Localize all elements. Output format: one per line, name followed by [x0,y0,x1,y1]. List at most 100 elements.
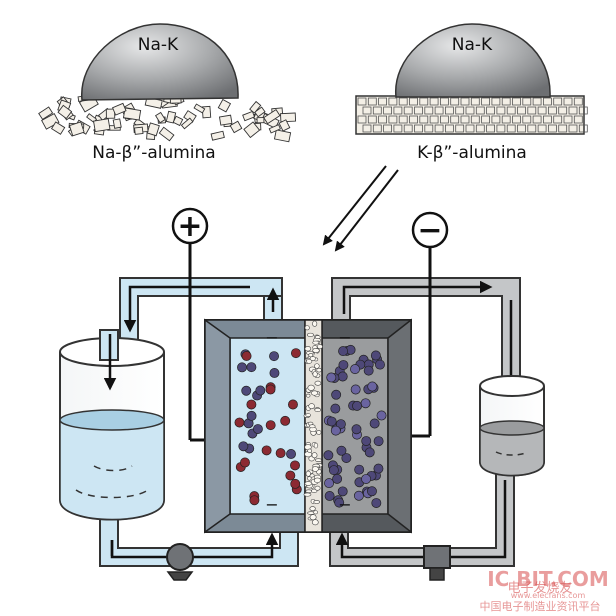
right-pump [423,545,451,581]
left-membrane-illustration: Na-K Na-β”-alumina [38,23,297,163]
alumina-grain [146,122,160,137]
slab-grain [378,97,388,106]
separator-grain [311,519,319,526]
slab-grain [496,106,506,115]
alumina-grain [158,126,175,142]
alumina-grain [41,112,60,130]
separator-grain [304,481,313,486]
left-ion [290,348,301,359]
right-ion [350,364,360,375]
alumina-grain [134,126,144,135]
right-ion [341,453,352,463]
left-ion [240,457,250,468]
alumina-grain [268,124,281,134]
left-nak-droplet [81,23,239,101]
slab-grain [475,124,485,133]
slab-grain [506,106,516,115]
slab-grain [491,115,501,124]
separator-grain [304,346,312,352]
slab-grain [409,97,418,106]
slab-grain [470,115,480,124]
left-ion [269,351,279,362]
right-ion [360,398,371,409]
slab-grain [414,124,423,133]
slab-grain [548,106,557,115]
slab-grain [543,115,552,124]
separator-grain [305,489,313,493]
right-nak-droplet [395,23,551,98]
slab-grain [486,124,496,133]
left-ion [285,470,296,481]
slab-grain [568,124,578,133]
slab-grain [367,97,377,106]
separator-grain [309,514,317,521]
slab-grain [434,124,444,133]
alumina-grain [273,129,292,143]
slab-grain [573,97,583,106]
right-ion [324,478,335,489]
alumina-grain [256,117,265,124]
pointer-arrow-1 [334,169,399,252]
left-droplet-label: Na-K [138,35,179,55]
slab-grain [362,124,372,133]
separator-grain [313,510,318,515]
alumina-grain [210,130,225,141]
slab-grain [532,115,542,124]
left-ion [265,420,276,431]
separator-grain [304,325,310,331]
right-droplet-label: Na-K [452,35,493,55]
slab-grain [506,124,516,133]
left-minus-top: − [265,328,278,347]
positive-terminal: + [171,207,210,442]
slab-grain [388,115,398,124]
left-ion [261,445,272,456]
separator-grain [307,476,312,481]
slab-grain [460,115,470,124]
slab-grain [527,106,537,115]
watermark-line3: 中国电子制造业资讯平台 [480,599,601,613]
slab-grain [372,106,382,115]
flow-cell: − − − − [204,318,412,534]
slab-grain [388,97,398,106]
left-ion [290,460,300,471]
slab-grain [439,115,449,124]
alumina-grain [154,111,166,124]
slab-grain [475,106,485,115]
slab-grain [553,115,563,124]
separator-grain [307,448,312,453]
watermark-line2: www.elecfans.com [511,591,586,600]
right-ion [338,346,349,357]
right-membrane-label: K-β”-alumina [417,143,527,163]
slab-grain [481,97,491,106]
left-ion [269,368,280,378]
alumina-grain [217,98,232,113]
alumina-grain [180,117,194,130]
slab-grain [372,124,382,133]
pointer-arrows [322,165,399,252]
slab-grain [578,106,588,115]
right-ion [330,403,341,414]
slab-grain [414,106,423,115]
right-tank [479,375,545,477]
left-ion [246,410,257,421]
slab-grain [537,124,547,133]
left-ion [255,385,266,396]
slab-grain [522,97,532,106]
slab-grain [573,115,583,124]
separator-grain [316,344,323,349]
alumina-grain [278,119,291,132]
right-ion [375,359,385,370]
right-ion [373,436,384,447]
separator-grain [314,485,321,491]
alumina-grain [193,103,206,114]
slab-grain [393,124,403,133]
alumina-grain [68,121,85,137]
slab-grain [424,124,434,133]
alumina-grain [50,121,66,135]
right-dense-alumina-slab [355,95,585,135]
slab-grain [568,106,578,115]
separator-grain [309,506,316,512]
alumina-grain [38,106,54,121]
pointer-arrow-2 [322,165,387,246]
